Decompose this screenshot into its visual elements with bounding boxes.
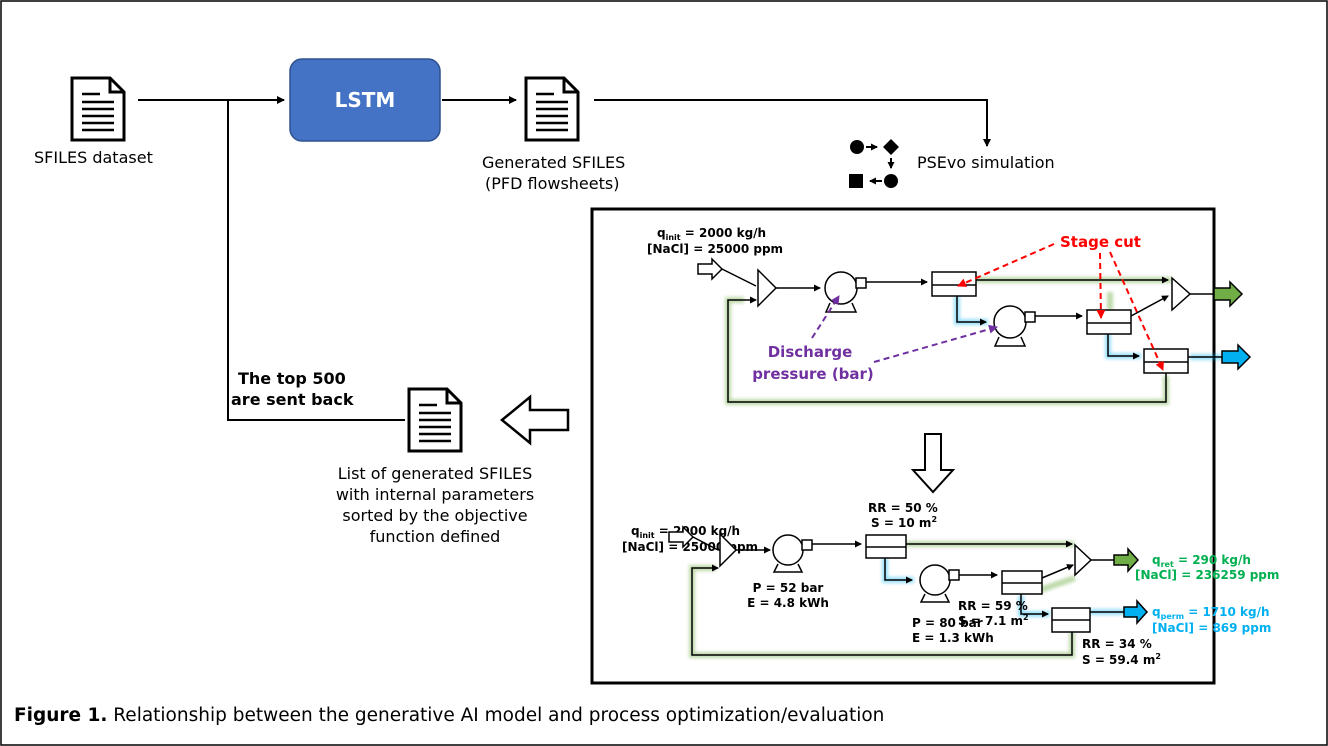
upper-stage2-icon xyxy=(1086,309,1132,335)
lower-feed-line xyxy=(692,536,719,551)
sfiles-dataset-label: SFILES dataset xyxy=(34,148,153,167)
lower-stage2-rr: RR = 59 % xyxy=(958,599,1028,613)
lower-stage3-rr: RR = 34 % xyxy=(1082,637,1152,651)
upper-pump2-icon xyxy=(993,305,1036,347)
upper-stream-stage1-permeate xyxy=(956,296,987,326)
lower-stage1-area: S = 10 m2 xyxy=(871,515,937,530)
upper-retentate-arrow-icon xyxy=(1213,280,1244,308)
list-label-3: sorted by the objective xyxy=(342,506,527,525)
lower-permeate-flow: qperm = 1710 kg/h xyxy=(1152,605,1270,621)
psevo-label: PSEvo simulation xyxy=(917,153,1055,172)
upper-stage1-icon xyxy=(931,271,977,297)
top500-label-1: The top 500 xyxy=(238,369,346,388)
sfiles-dataset-node: SFILES dataset xyxy=(34,76,153,167)
caption-label: Figure 1. xyxy=(14,705,108,726)
discharge-label-2: pressure (bar) xyxy=(752,365,874,383)
arrow-generated-to-psevo xyxy=(594,99,991,147)
lstm-label: LSTM xyxy=(335,88,396,112)
caption-text: Relationship between the generative AI m… xyxy=(107,705,885,726)
lower-flowsheet: qinit = 2000 kg/h [NaCl] = 25000 ppm P =… xyxy=(622,501,1279,667)
top500-label-2: are sent back xyxy=(231,390,354,409)
lower-stage1-rr: RR = 50 % xyxy=(868,501,938,515)
lower-feed-arrow-icon xyxy=(668,525,695,549)
generated-sfiles-label-2: (PFD flowsheets) xyxy=(485,174,619,193)
lower-outlet-mixer-icon xyxy=(1074,543,1093,577)
lower-mixer-icon xyxy=(719,532,738,568)
upper-recycle-line xyxy=(727,296,1167,403)
document-icon xyxy=(70,76,126,142)
list-label-4: function defined xyxy=(370,527,501,546)
lower-stage3-area: S = 59.4 m2 xyxy=(1082,652,1161,667)
hollow-left-arrow-icon xyxy=(500,394,570,446)
lower-pump1-icon xyxy=(772,534,813,573)
feedback-line xyxy=(227,100,405,421)
lower-pump2-energy: E = 1.3 kWh xyxy=(912,631,994,645)
lower-permeate-nacl: [NaCl] = 869 ppm xyxy=(1152,621,1271,635)
upper-nacl-init: [NaCl] = 25000 ppm xyxy=(647,242,783,256)
upper-flowsheet: qinit = 2000 kg/h [NaCl] = 25000 ppm xyxy=(647,226,1252,405)
lower-retentate-flow: qret = 290 kg/h xyxy=(1152,553,1251,569)
lower-stream-stage2-retentate xyxy=(1041,564,1074,579)
discharge-label-1: Discharge xyxy=(768,343,853,361)
upper-permeate-arrow-icon xyxy=(1221,343,1252,371)
lower-stage3-icon xyxy=(1051,607,1091,633)
lower-stage2-icon xyxy=(1001,570,1043,595)
lower-pump1-energy: E = 4.8 kWh xyxy=(747,596,829,610)
generated-sfiles-label-1: Generated SFILES xyxy=(482,153,625,172)
psevo-simulation-node: PSEvo simulation xyxy=(849,139,1055,188)
lower-stream-stage2-permeate xyxy=(1020,594,1049,618)
upper-q-init: qinit = 2000 kg/h xyxy=(657,226,766,242)
lower-retentate-arrow-icon xyxy=(1113,547,1140,573)
stage-cut-arrows xyxy=(957,243,1164,371)
lower-nacl-init: [NaCl] = 25000 ppm xyxy=(622,540,758,554)
generated-sfiles-node: Generated SFILES (PFD flowsheets) xyxy=(482,76,625,193)
list-label-2: with internal parameters xyxy=(336,485,534,504)
lower-pump2-pressure: P = 80 bar xyxy=(912,616,983,630)
lower-stage2-area: S = 7.1 m2 xyxy=(958,613,1029,628)
simulation-icon xyxy=(849,139,899,188)
document-icon xyxy=(524,76,580,142)
lstm-node: LSTM xyxy=(289,58,441,142)
upper-outlet-mixer-icon xyxy=(1171,276,1192,312)
lower-stage1-icon xyxy=(865,534,907,559)
lstm-box xyxy=(289,58,441,142)
lower-recycle-line xyxy=(691,564,1073,656)
hollow-down-arrow-icon xyxy=(910,433,956,494)
lower-retentate-nacl: [NaCl] = 236259 ppm xyxy=(1135,568,1279,582)
ranked-list-node: List of generated SFILES with internal p… xyxy=(336,387,534,546)
list-label-1: List of generated SFILES xyxy=(338,464,533,483)
lower-stream-stage1-permeate xyxy=(884,558,913,584)
figure-caption: Figure 1. Relationship between the gener… xyxy=(14,705,1314,726)
upper-stream-stage2-permeate xyxy=(1107,334,1140,360)
upper-feed-line xyxy=(721,268,757,287)
stage-cut-label: Stage cut xyxy=(1060,233,1141,251)
upper-stage3-icon xyxy=(1143,348,1189,374)
lower-pump2-icon xyxy=(919,564,960,603)
upper-mixer-icon xyxy=(757,268,778,308)
discharge-arrows xyxy=(811,295,998,363)
document-icon xyxy=(407,387,463,453)
lower-pump1-pressure: P = 52 bar xyxy=(753,581,824,595)
upper-feed-arrow-icon xyxy=(697,257,724,281)
lower-permeate-arrow-icon xyxy=(1123,599,1149,625)
upper-stream-stage2-retentate xyxy=(1130,295,1169,317)
flowsheet-panel xyxy=(590,207,1216,685)
